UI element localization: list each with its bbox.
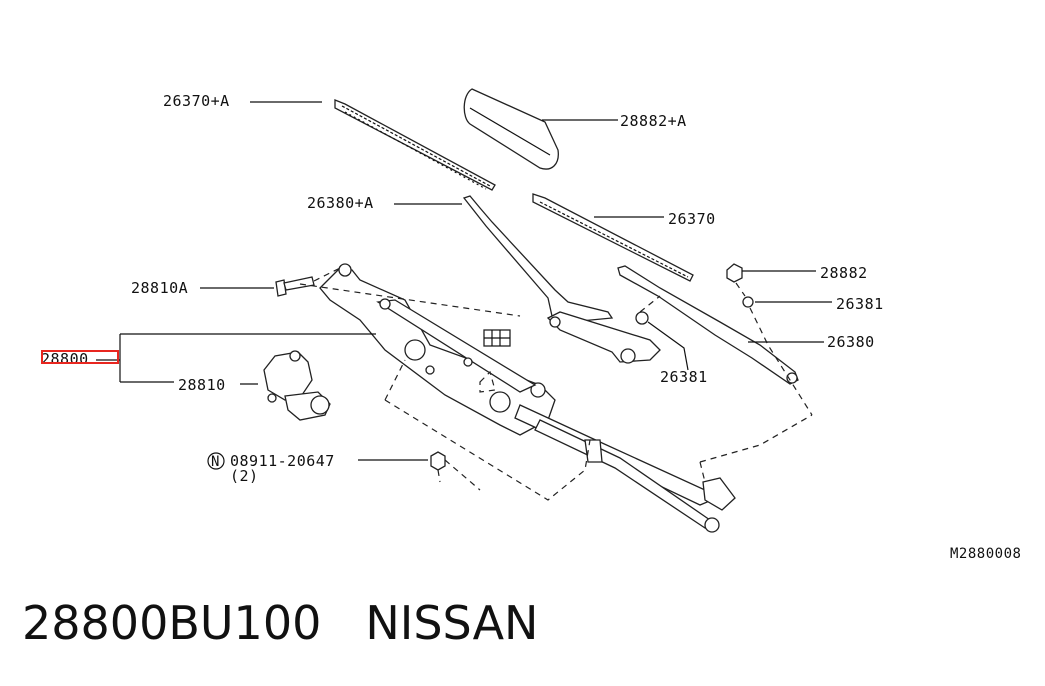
wiper-blade-left [334,99,496,191]
label-26381-center: 26381 [660,368,708,386]
nut-symbol-circle [207,452,225,470]
brand-name: NISSAN [365,596,539,650]
part-number: 28800BU100 [22,596,322,650]
wiper-linkage-frame [319,263,736,533]
mounting-outline [299,283,813,501]
label-08911: 08911-20647 [230,452,335,470]
wiper-arm-right [617,265,799,385]
label-26370a: 26370+A [163,92,230,110]
nut-symbol: N [211,454,220,470]
label-26381-right: 26381 [836,295,884,313]
leader-lines [96,101,832,461]
wiper-blade-right [532,193,694,282]
diagram-ref-code: M2880008 [950,546,1021,562]
label-28882: 28882 [820,264,868,282]
part-highlight-box [41,350,119,364]
label-26370: 26370 [668,210,716,228]
label-26380a: 26380+A [307,194,374,212]
arm-nut-right [726,263,813,416]
blade-refill [463,88,559,170]
label-08911-qty: (2) [230,467,259,485]
pivot-center [546,311,689,371]
grid-clip [483,329,511,347]
wiper-arm-left [462,195,614,323]
label-26380: 26380 [827,333,875,351]
label-28810: 28810 [178,376,226,394]
bolt-28810a [275,267,341,297]
label-28882a: 28882+A [620,112,687,130]
label-28810a: 28810A [131,279,188,297]
wiper-motor [263,350,331,421]
hex-nut-08911 [430,451,446,483]
part-title: 28800BU100 NISSAN [22,596,582,650]
